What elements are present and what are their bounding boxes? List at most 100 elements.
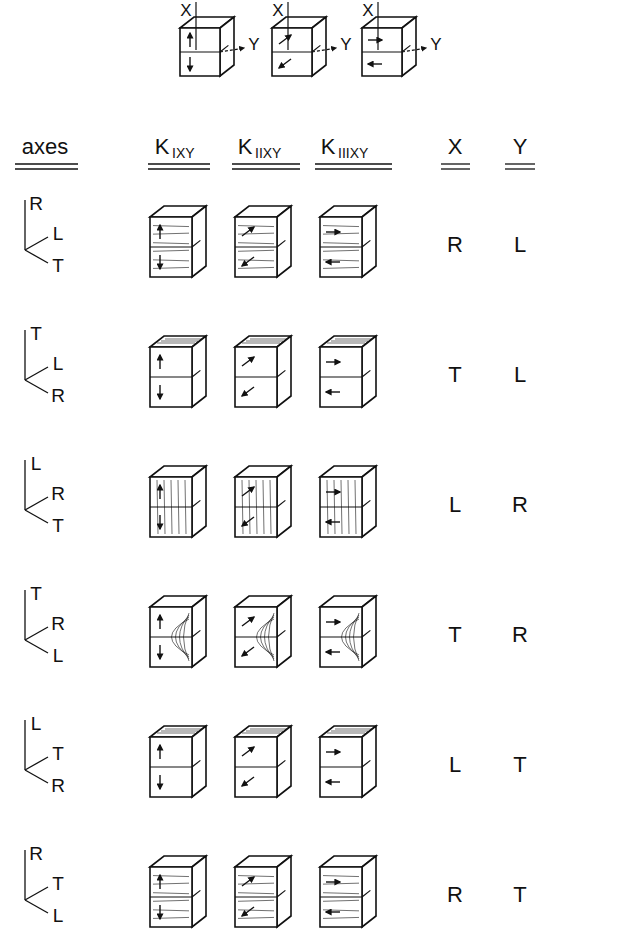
grain-line — [323, 910, 359, 911]
block-side — [192, 856, 206, 927]
crack-line — [277, 500, 285, 507]
grain-line — [238, 233, 274, 234]
specimen-block — [150, 336, 206, 407]
block-side — [362, 726, 376, 797]
grain-line — [165, 729, 201, 730]
grain-line — [323, 250, 359, 251]
axis-line — [25, 367, 48, 380]
specimen-block — [235, 726, 291, 797]
block-front — [272, 28, 312, 76]
crack-line — [362, 630, 370, 637]
column-header: Y — [513, 136, 528, 158]
specimen-block — [150, 466, 206, 537]
block-front — [180, 28, 220, 76]
block-front — [235, 867, 277, 927]
load-arrow — [159, 485, 160, 499]
crack-line — [150, 376, 192, 377]
crack-line — [320, 376, 362, 377]
axis-line — [24, 590, 25, 640]
block-side — [277, 596, 291, 667]
grain-line — [331, 731, 368, 732]
load-arrow — [242, 907, 254, 916]
y-axis-line — [220, 48, 244, 52]
block-side — [192, 596, 206, 667]
header-rule — [232, 163, 300, 164]
header-rule — [315, 168, 392, 169]
axis-letter: T — [52, 516, 64, 535]
grain-line — [153, 233, 189, 234]
axis-letter: R — [512, 494, 528, 516]
wood-grain — [327, 729, 371, 733]
block-front — [150, 867, 192, 927]
load-arrow — [326, 621, 340, 622]
axis-label: X — [272, 2, 283, 19]
axis-letter: L — [31, 714, 42, 733]
block-front — [150, 607, 192, 667]
block-side — [192, 336, 206, 407]
x-axis-line — [287, 2, 288, 50]
specimen-block — [320, 336, 376, 407]
axis-letter: R — [29, 194, 43, 213]
crack-line — [192, 240, 200, 247]
crack-line — [192, 370, 200, 377]
crack-line — [235, 896, 277, 897]
specimen-block — [272, 17, 326, 76]
load-arrow — [159, 875, 160, 889]
crack-line — [320, 766, 362, 767]
axis-letter: R — [51, 484, 65, 503]
grain-line — [153, 226, 189, 227]
axis-letter: L — [31, 454, 42, 473]
crack-line — [277, 630, 285, 637]
grain-line — [238, 893, 274, 894]
block-side — [277, 336, 291, 407]
load-arrow — [242, 357, 254, 366]
block-front — [320, 867, 362, 927]
crack-line — [235, 246, 277, 247]
grain-line — [238, 267, 274, 268]
column-header: IIIXY — [338, 146, 368, 160]
specimen-block — [150, 726, 206, 797]
load-arrow — [326, 491, 340, 492]
load-arrow — [159, 355, 160, 369]
axis-line — [24, 850, 25, 900]
axis-letter: T — [30, 324, 42, 343]
grain-line — [153, 243, 189, 244]
header-rule — [148, 163, 210, 164]
column-header: K — [321, 136, 336, 158]
specimen-block — [180, 17, 234, 76]
grain-line — [153, 893, 189, 894]
crack-line — [150, 636, 192, 637]
grain-line — [323, 876, 359, 877]
load-arrow — [326, 751, 340, 752]
crack-line — [277, 890, 285, 897]
grain-line — [153, 910, 189, 911]
load-arrow — [159, 905, 160, 919]
specimen-block — [150, 856, 206, 927]
axis-label: X — [180, 2, 191, 19]
load-arrow — [159, 645, 160, 659]
column-header: K — [238, 136, 253, 158]
specimen-block — [320, 466, 376, 537]
block-front — [320, 347, 362, 407]
y-axis-line — [402, 48, 426, 52]
column-header: IIXY — [255, 146, 281, 160]
axis-letter: L — [514, 364, 526, 386]
grain-line — [323, 260, 359, 261]
block-front — [362, 28, 402, 76]
block-front — [235, 737, 277, 797]
grain-line — [238, 876, 274, 877]
specimen-block — [235, 206, 291, 277]
load-arrow — [326, 911, 340, 912]
load-arrow — [242, 257, 254, 266]
axis-letter: L — [53, 646, 64, 665]
axis-line — [24, 330, 25, 380]
axis-line — [25, 510, 48, 523]
grain-line — [238, 250, 274, 251]
crack-line — [180, 51, 220, 52]
block-front — [150, 217, 192, 277]
load-arrow — [242, 487, 254, 496]
load-arrow — [326, 231, 340, 232]
crack-line — [277, 760, 285, 767]
grain-line — [153, 267, 189, 268]
axis-label: X — [362, 2, 373, 19]
